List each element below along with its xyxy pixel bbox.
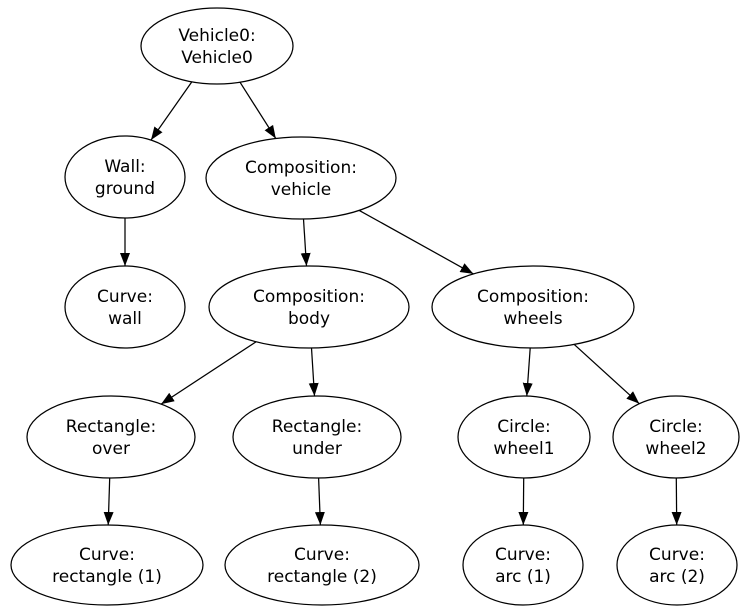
edge-line (300, 218, 311, 267)
node-label: Rectangle:under (272, 417, 362, 459)
node-wall-ground: Wall:ground (64, 135, 186, 219)
node-label: Composition:vehicle (245, 158, 357, 200)
node-ellipse (462, 524, 584, 606)
node-curve-rectangle-2: Curve:rectangle (2) (224, 524, 420, 606)
edge-rectangle-under-curve-rectangle-2 (314, 477, 325, 526)
node-ellipse (64, 135, 186, 219)
node-rectangle-over: Rectangle:over (26, 395, 196, 479)
node-label: Composition:body (253, 287, 365, 329)
node-composition-wheels: Composition:wheels (431, 265, 635, 349)
edge-line (314, 477, 325, 526)
node-rectangle-under: Rectangle:under (232, 395, 402, 479)
edge-line (103, 477, 114, 526)
edge-vehicle0-composition-vehicle (239, 81, 277, 139)
node-curve-rectangle-1: Curve:rectangle (1) (10, 524, 204, 606)
edge-line (573, 343, 640, 405)
edge-composition-vehicle-composition-wheels (358, 209, 474, 275)
edge-rectangle-over-curve-rectangle-1 (103, 477, 114, 526)
node-label: Curve:rectangle (2) (267, 545, 377, 587)
node-ellipse (431, 265, 635, 349)
node-ellipse (10, 524, 204, 606)
edge-composition-wheels-circle-wheel1 (522, 347, 533, 397)
edge-vehicle0-wall-ground (150, 81, 193, 141)
node-ellipse (457, 395, 591, 479)
node-curve-arc-1: Curve:arc (1) (462, 524, 584, 606)
node-ellipse (612, 395, 740, 479)
node-label: Curve:rectangle (1) (52, 545, 162, 587)
node-label: Curve:wall (97, 287, 153, 329)
node-label: Circle:wheel2 (645, 417, 706, 459)
node-composition-vehicle: Composition:vehicle (205, 136, 397, 220)
node-ellipse (616, 524, 738, 606)
node-ellipse (224, 524, 420, 606)
node-label: Curve:arc (2) (649, 545, 705, 587)
node-label: Wall:ground (95, 157, 155, 199)
edge-line (150, 81, 193, 141)
edge-line (239, 81, 277, 139)
node-vehicle0: Vehicle0:Vehicle0 (140, 7, 294, 85)
node-ellipse (208, 265, 410, 349)
node-circle-wheel2: Circle:wheel2 (612, 395, 740, 479)
edge-line (522, 347, 533, 397)
edge-composition-vehicle-composition-body (300, 218, 311, 267)
node-ellipse (64, 265, 186, 349)
node-curve-wall: Curve:wall (64, 265, 186, 349)
edge-line (160, 341, 257, 405)
node-ellipse (26, 395, 196, 479)
node-label: Composition:wheels (477, 287, 589, 329)
node-label: Rectangle:over (66, 417, 156, 459)
node-ellipse (232, 395, 402, 479)
edge-composition-wheels-circle-wheel2 (573, 343, 640, 405)
edge-line (358, 209, 474, 275)
node-ellipse (205, 136, 397, 220)
node-composition-body: Composition:body (208, 265, 410, 349)
node-label: Curve:arc (1) (495, 545, 551, 587)
node-label: Vehicle0:Vehicle0 (178, 26, 255, 68)
node-curve-arc-2: Curve:arc (2) (616, 524, 738, 606)
node-circle-wheel1: Circle:wheel1 (457, 395, 591, 479)
edge-composition-body-rectangle-under (308, 347, 319, 397)
edge-line (308, 347, 319, 397)
edge-composition-body-rectangle-over (160, 341, 257, 405)
node-label: Circle:wheel1 (493, 417, 554, 459)
node-ellipse (140, 7, 294, 85)
